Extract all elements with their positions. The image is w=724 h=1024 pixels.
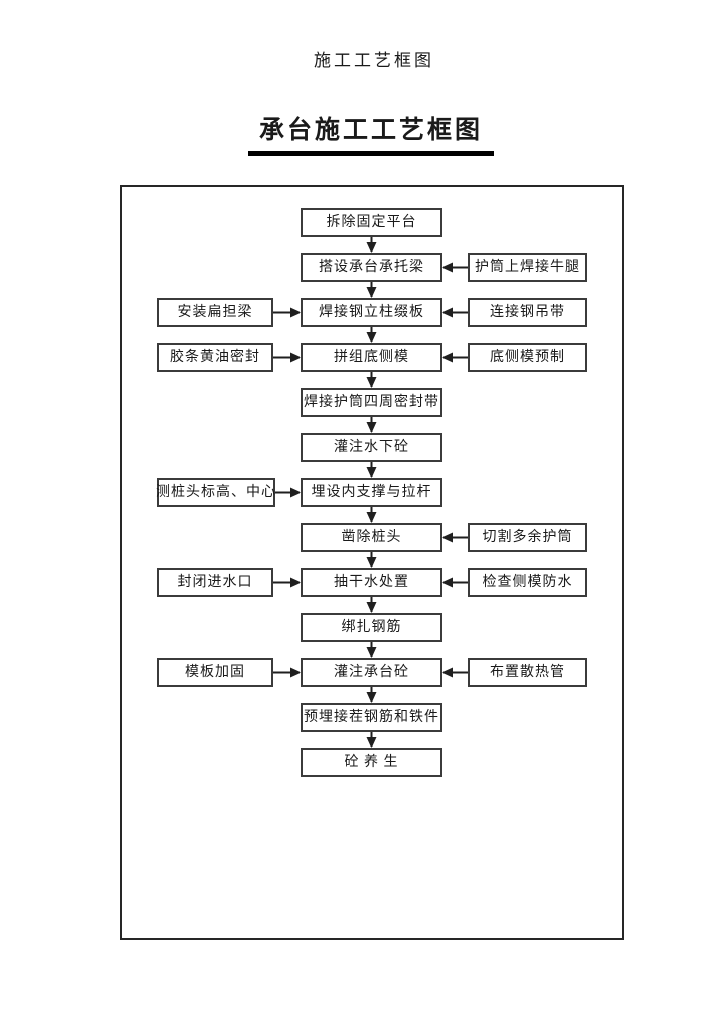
side-node-reinforce-formwork: 模板加固 bbox=[157, 658, 273, 687]
flow-node-weld-casing-seal-strip: 焊接护筒四周密封带 bbox=[301, 388, 442, 417]
side-node-weld-corbel-on-casing: 护筒上焊接牛腿 bbox=[468, 253, 587, 282]
flow-node-remove-fixed-platform: 拆除固定平台 bbox=[301, 208, 442, 237]
side-node-rubber-grease-seal: 胶条黄油密封 bbox=[157, 343, 273, 372]
flow-node-concrete-curing: 砼 养 生 bbox=[301, 748, 442, 777]
flow-node-erect-bearing-beam: 搭设承台承托梁 bbox=[301, 253, 442, 282]
side-node-prefab-bottom-side-form: 底侧模预制 bbox=[468, 343, 587, 372]
side-node-measure-pile-head: 测桩头标高、中心 bbox=[156, 478, 275, 507]
flow-node-embed-rebar-iron-parts: 预埋接茬钢筋和铁件 bbox=[301, 703, 442, 732]
flow-node-pour-pile-cap-concrete: 灌注承台砼 bbox=[301, 658, 442, 687]
side-node-install-carrying-beam: 安装扁担梁 bbox=[157, 298, 273, 327]
flow-node-bind-rebar: 绑扎钢筋 bbox=[301, 613, 442, 642]
side-node-cut-excess-casing: 切割多余护筒 bbox=[468, 523, 587, 552]
flow-node-pump-water-disposal: 抽干水处置 bbox=[301, 568, 442, 597]
flow-node-pour-underwater-concrete: 灌注水下砼 bbox=[301, 433, 442, 462]
page-header: 施工工艺框图 bbox=[314, 51, 434, 70]
flow-node-assemble-bottom-side-form: 拼组底侧模 bbox=[301, 343, 442, 372]
flow-node-install-inner-support-tie-rod: 埋设内支撑与拉杆 bbox=[301, 478, 442, 507]
flow-node-chisel-pile-head: 凿除桩头 bbox=[301, 523, 442, 552]
flowchart-frame bbox=[120, 185, 624, 940]
side-node-close-water-inlet: 封闭进水口 bbox=[157, 568, 273, 597]
side-node-arrange-cooling-pipes: 布置散热管 bbox=[468, 658, 587, 687]
title-wrap: 承台施工工艺框图 bbox=[9, 110, 724, 156]
side-node-connect-steel-sling: 连接钢吊带 bbox=[468, 298, 587, 327]
side-node-check-form-waterproof: 检查侧模防水 bbox=[468, 568, 587, 597]
page-title: 承台施工工艺框图 bbox=[247, 110, 494, 156]
flow-node-weld-steel-column-plate: 焊接钢立柱缀板 bbox=[301, 298, 442, 327]
